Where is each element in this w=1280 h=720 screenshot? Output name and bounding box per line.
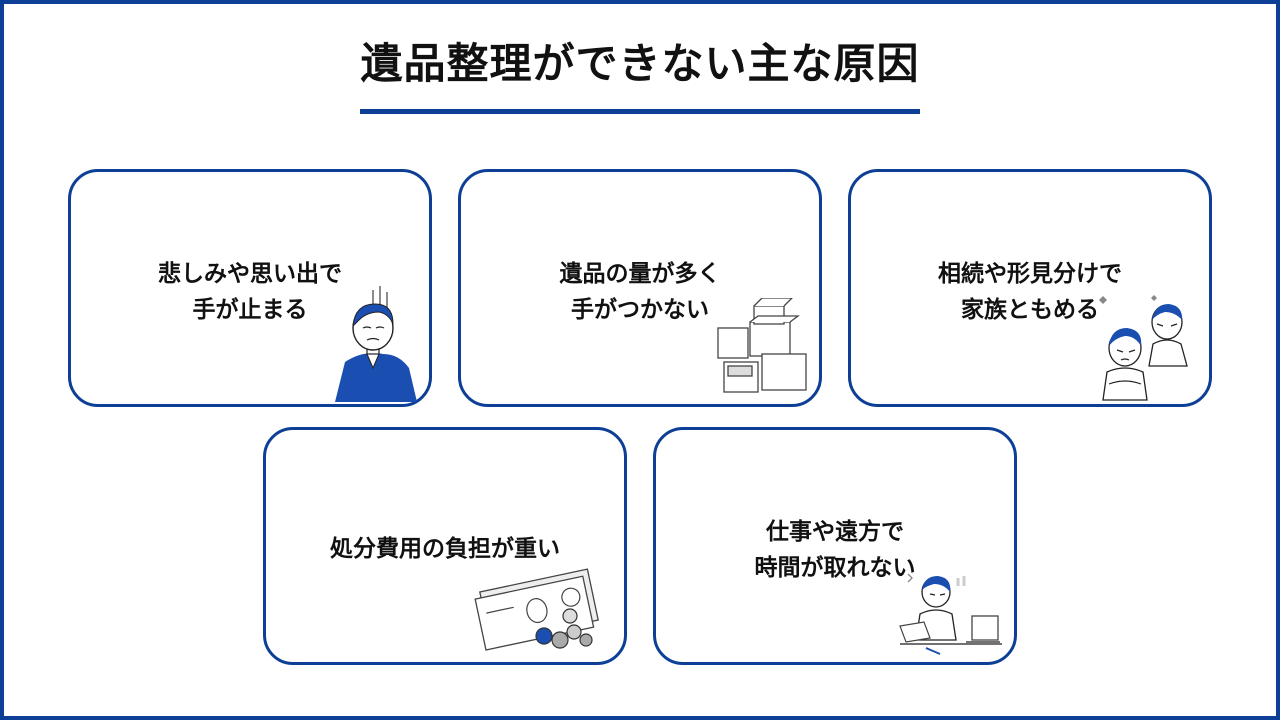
cause-label: 相続や形見分けで 家族ともめる — [938, 261, 1122, 323]
title-underline — [360, 109, 920, 114]
sad-person-icon — [335, 286, 417, 402]
cause-card-grief: 悲しみや思い出で 手が止まる — [68, 169, 432, 407]
cause-card-volume: 遺品の量が多く 手がつかない — [458, 169, 822, 407]
cause-label: 仕事や遠方で 時間が取れない — [754, 519, 916, 581]
arguing-family-icon — [1099, 295, 1188, 401]
busy-worker-icon — [899, 573, 1002, 655]
cause-card-inheritance: 相続や形見分けで 家族ともめる — [848, 169, 1212, 407]
money-bills-coins-icon — [474, 568, 599, 651]
cause-label: 悲しみや思い出で 手が止まる — [158, 261, 342, 323]
cause-card-cost: 処分費用の負担が重い — [263, 427, 627, 665]
cause-label: 遺品の量が多く 手がつかない — [559, 261, 721, 323]
cause-card-time: 仕事や遠方で 時間が取れない — [653, 427, 1017, 665]
page-title: 遺品整理ができない主な原因 — [360, 39, 920, 88]
cause-label: 処分費用の負担が重い — [330, 536, 560, 562]
cardboard-boxes-icon — [717, 298, 807, 393]
